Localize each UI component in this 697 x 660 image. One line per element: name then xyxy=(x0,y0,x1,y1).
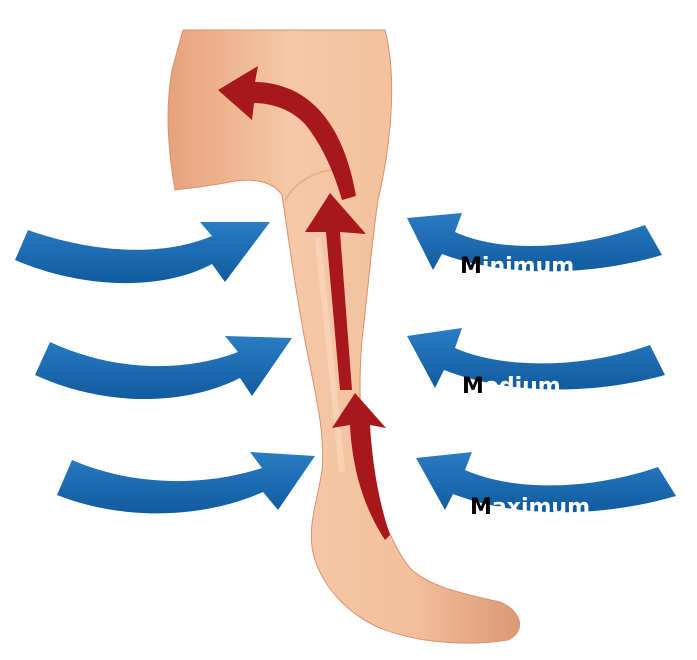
blue-curved-arrow-left-2-icon xyxy=(407,328,665,390)
upward-flow-arrows xyxy=(218,66,390,540)
label-medium: Medium xyxy=(462,374,561,399)
red-arrow-up-top-icon xyxy=(218,66,356,200)
label-minimum: Minimum xyxy=(460,254,574,279)
blue-curved-arrow-left-3-icon xyxy=(416,452,676,513)
blue-curved-arrow-left-1-icon xyxy=(407,213,662,272)
label-maximum-rest: aximum xyxy=(492,495,590,520)
red-arrow-up-middle-icon xyxy=(305,193,366,390)
red-arrow-up-lower-icon xyxy=(332,393,390,540)
shin-highlight xyxy=(315,237,345,473)
label-maximum: Maximum xyxy=(470,495,590,520)
blue-curved-arrow-right-1-icon xyxy=(15,222,270,284)
label-medium-initial: M xyxy=(462,374,484,399)
blue-curved-arrow-right-2-icon xyxy=(35,336,292,400)
label-minimum-rest: inimum xyxy=(482,254,574,279)
label-minimum-initial: M xyxy=(460,254,482,279)
label-medium-rest: edium xyxy=(484,374,561,399)
left-pressure-arrows xyxy=(15,222,315,514)
label-maximum-initial: M xyxy=(470,495,492,520)
blue-curved-arrow-right-3-icon xyxy=(57,452,315,514)
right-pressure-arrows xyxy=(407,213,676,513)
